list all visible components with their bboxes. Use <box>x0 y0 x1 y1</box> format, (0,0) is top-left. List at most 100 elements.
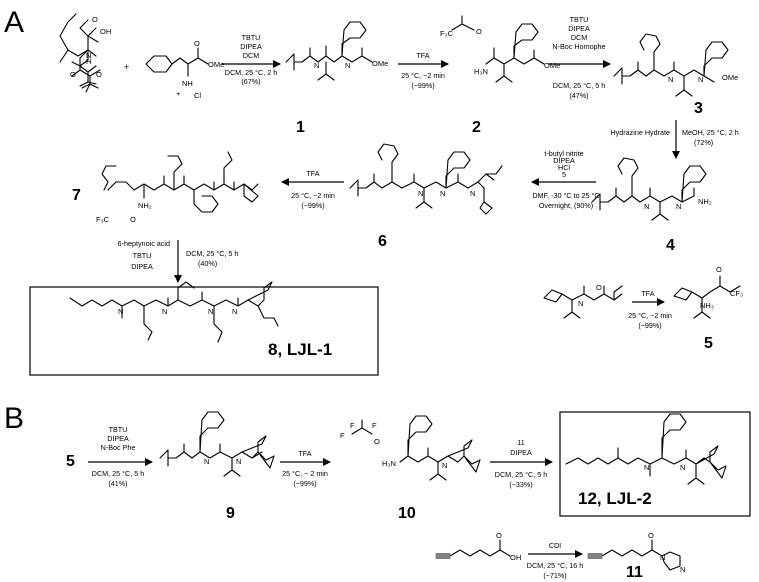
cond-s1-yield: (67%) <box>241 77 260 86</box>
compound-8-box <box>29 286 379 376</box>
compound-5-label-a: 5 <box>704 335 713 352</box>
compound-1-label: 1 <box>296 119 305 136</box>
cond-s2-temp: 25 °C, ~2 min <box>401 71 445 80</box>
atom-o-boc: O <box>70 70 76 79</box>
atom-oh: OH <box>100 27 111 36</box>
atom-f-c10c: F <box>372 421 377 430</box>
atom-n-c9b: N <box>236 457 241 466</box>
atom-f-c10a: F <box>350 421 355 430</box>
atom-n-c9a: N <box>204 457 209 466</box>
atom-n-1: N <box>86 51 91 60</box>
atom-nh3-c5: NH₃ <box>700 301 714 310</box>
compound-10-structure <box>351 415 481 481</box>
cond-s6-temp: 25 °C, ~2 min <box>291 191 335 200</box>
cond-b2-tfa: TFA <box>298 449 311 458</box>
atom-n-c11a: N <box>660 553 665 562</box>
compound-6-structure <box>349 143 503 215</box>
atom-o-c10: O <box>374 437 380 446</box>
boc-leu-oh-structure <box>59 13 101 93</box>
atom-cl: Cl <box>194 91 201 100</box>
atom-nh3: NH <box>182 79 193 88</box>
compound-8-label: 8, LJL-1 <box>268 340 332 359</box>
cond-b1-temp: DCM, 25 °C, 5 h <box>92 469 144 478</box>
cond-b3-reagent: 11 <box>517 438 524 447</box>
compound-9-label: 9 <box>226 505 235 522</box>
cond-b3-temp: DCM, 25 °C, 5 h <box>495 470 547 479</box>
compound-3-label: 3 <box>694 100 703 117</box>
atom-n-c6a: N <box>418 189 423 198</box>
compound-4-label: 4 <box>666 237 675 254</box>
panel-label-b: B <box>4 402 24 435</box>
compound-11-label: 11 <box>626 564 643 581</box>
cond-b2-temp: 25 °C, ~ 2 min <box>282 469 328 478</box>
atom-n-c6b: N <box>440 189 445 198</box>
cond-s7-reagent: 6-heptynoic acid <box>118 239 170 248</box>
plus-sign: + <box>124 62 129 72</box>
cond-s5-yield: Overnight, (90%) <box>539 201 593 210</box>
atom-o-boc2: O <box>96 70 102 79</box>
compound-12-label: 12, LJL-2 <box>578 489 652 508</box>
cond-s3-reagent: N-Boc Homophe <box>552 42 605 51</box>
compound-2-label: 2 <box>472 119 481 136</box>
atom-n-c4b: N <box>676 202 681 211</box>
atom-n-c8d: N <box>232 307 237 316</box>
cond-s1-dcm: DCM <box>243 51 259 60</box>
cond-s4-temp: MeOH, 25 °C, 2 h <box>682 128 739 137</box>
cond-s7-yield: (40%) <box>198 259 217 268</box>
atom-f3c-c7: F₃C <box>96 215 110 224</box>
cond-b1-reagent: N-Boc Phe <box>101 443 136 452</box>
atom-n-c12a: N <box>644 463 649 472</box>
atom-f-c10b: F <box>340 431 345 440</box>
atom-ome-c3: OMe <box>722 73 738 82</box>
cond-b1-tbtu: TBTU <box>109 425 128 434</box>
cond-s5-temp: DMF, -30 °C to 25 °C <box>532 191 599 200</box>
compound-12-box <box>559 411 751 517</box>
cond-s3-yield: (47%) <box>569 91 588 100</box>
cond-b3-dipea: DIPEA <box>510 448 532 457</box>
atom-n-c8c: N <box>208 307 213 316</box>
cond-b1-dipea: DIPEA <box>107 434 129 443</box>
cond-s1-tbtu: TBTU <box>242 33 261 42</box>
atom-n-c3b: N <box>698 75 703 84</box>
cond-b4-cdi: CDI <box>549 541 561 550</box>
compound-4-structure <box>591 157 707 221</box>
cond-s5-hcl: HCl <box>558 163 570 172</box>
atom-nh2-c4: NH₂ <box>698 197 712 206</box>
atom-o-c5: O <box>716 265 722 274</box>
cond-s3-dcm: DCM <box>571 33 587 42</box>
atom-plus: + <box>176 89 181 98</box>
cond-b3-yield: (~33%) <box>509 480 532 489</box>
atom-o-c7: O <box>130 215 136 224</box>
cond-s3-tbtu: TBTU <box>570 15 589 24</box>
atom-o-acid: O <box>92 15 98 24</box>
cond-s8-yield: (~99%) <box>638 321 661 330</box>
compound-9-structure <box>159 411 275 477</box>
atom-ome: OMe <box>208 60 224 69</box>
cond-b2-yield: (~99%) <box>293 479 316 488</box>
compound-11-structure <box>587 539 681 571</box>
atom-n-c3a: N <box>668 75 673 84</box>
cond-s4-reagent: Hydrazine Hydrate <box>610 128 670 137</box>
atom-ome-c2: OMe <box>544 61 560 70</box>
cond-s7-temp: DCM, 25 °C, 5 h <box>186 249 238 258</box>
atom-o-c11: O <box>648 531 654 540</box>
atom-n-c1a: N <box>314 61 319 70</box>
atom-h3n-c2: H₃N <box>474 67 488 76</box>
compound-5-structure <box>673 275 741 319</box>
atom-n-boc-ek: N <box>578 299 583 308</box>
cond-s2-yield: (~99%) <box>411 81 434 90</box>
atom-ome-c1: OMe <box>372 59 388 68</box>
cond-b4-yield: (~71%) <box>543 571 566 580</box>
cond-s1-temp: DCM, 25 °C, 2 h <box>225 68 277 77</box>
compound-6-label: 6 <box>378 233 387 250</box>
atom-o-ester: O <box>194 39 200 48</box>
cond-s8-temp: 25 °C, ~2 min <box>628 311 672 320</box>
compound-5-label-b: 5 <box>66 453 75 470</box>
cond-s5-reagent: t-butyl nitrite <box>544 149 583 158</box>
atom-h-nh: H <box>86 57 91 66</box>
cond-s3-temp: DCM, 25 °C, 5 h <box>553 81 605 90</box>
cond-s6-yield: (~99%) <box>301 201 324 210</box>
boc-epoxyketone-structure <box>543 285 623 319</box>
atom-n-c6c: N <box>470 189 475 198</box>
compound-8-structure <box>69 281 279 343</box>
